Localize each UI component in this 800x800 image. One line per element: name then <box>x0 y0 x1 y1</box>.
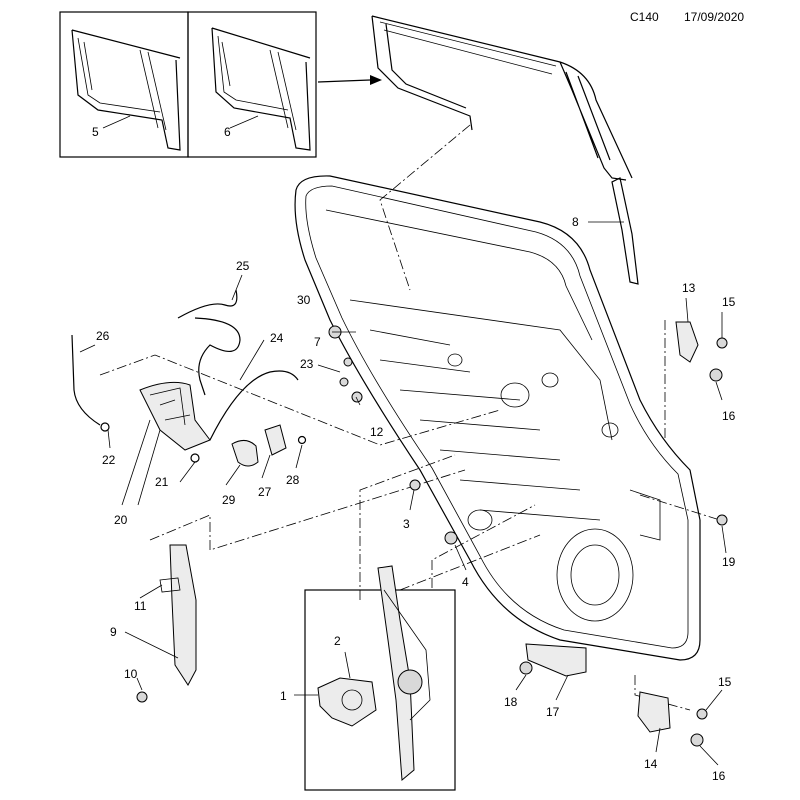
assembly-lines <box>99 124 721 711</box>
callout-16-upper: 16 <box>722 409 736 423</box>
callout-12: 12 <box>370 425 384 439</box>
callout-26: 26 <box>96 329 110 343</box>
diagram-code: C140 <box>630 10 659 24</box>
callout-2: 2 <box>334 634 341 648</box>
plug-4 <box>444 531 458 545</box>
hinge-14 <box>637 691 671 733</box>
bolt-28 <box>297 435 307 445</box>
plug-3 <box>409 479 421 491</box>
fastener-7 <box>343 357 353 367</box>
regulator-box <box>304 589 456 791</box>
callout-15-lower: 15 <box>718 675 732 689</box>
callout-5: 5 <box>92 125 99 139</box>
callout-21: 21 <box>155 475 169 489</box>
callout-19: 19 <box>722 555 736 569</box>
callout-9: 9 <box>110 625 117 639</box>
screw-10 <box>136 691 148 703</box>
door-inner-panel <box>294 175 701 661</box>
bolt-18 <box>519 661 533 675</box>
cable-25 <box>177 289 241 396</box>
callout-24: 24 <box>270 331 284 345</box>
hinge-13 <box>675 321 699 363</box>
callout-8: 8 <box>572 215 579 229</box>
regulator-motor-2 <box>317 669 423 727</box>
glass-run-channel-8 <box>611 177 639 285</box>
callout-11: 11 <box>134 599 147 613</box>
callout-22: 22 <box>102 453 116 467</box>
striker-plate-29 <box>231 440 259 467</box>
callout-17: 17 <box>546 705 560 719</box>
door-check-17 <box>525 643 587 677</box>
callout-6: 6 <box>224 125 231 139</box>
bolt-15-upper <box>716 337 728 349</box>
callout-20: 20 <box>114 513 128 527</box>
callout-15-upper: 15 <box>722 295 736 309</box>
callout-18: 18 <box>504 695 518 709</box>
callout-3: 3 <box>403 517 410 531</box>
rod-26 <box>71 334 101 426</box>
callout-7: 7 <box>314 335 321 349</box>
fastener-23 <box>339 377 349 387</box>
striker-27 <box>264 424 287 456</box>
door-lock-20 <box>139 381 211 451</box>
callout-27: 27 <box>258 485 272 499</box>
bolt-19 <box>716 514 728 526</box>
arrow-head <box>370 75 382 85</box>
reference-arrow <box>317 79 371 83</box>
bolt-21 <box>190 453 200 463</box>
inset-frames <box>59 11 317 158</box>
callout-1: 1 <box>280 689 287 703</box>
callout-23: 23 <box>300 357 314 371</box>
bolt-16-upper <box>709 368 723 382</box>
callout-14: 14 <box>644 757 658 771</box>
callout-4: 4 <box>462 575 469 589</box>
bolt-15-lower <box>696 708 708 720</box>
callout-25: 25 <box>236 259 250 273</box>
callout-28: 28 <box>286 473 300 487</box>
cable-24 <box>209 370 299 441</box>
callout-30: 30 <box>297 293 311 307</box>
window-frame-variant-6 <box>211 27 311 151</box>
callout-10: 10 <box>124 667 138 681</box>
leader-lines <box>79 115 727 766</box>
callout-16-lower: 16 <box>712 769 726 783</box>
fastener-12 <box>351 391 363 403</box>
window-regulator-1 <box>377 565 431 782</box>
clip-22 <box>100 422 110 432</box>
window-frame-variant-5 <box>71 29 181 151</box>
diagram-date: 17/09/2020 <box>684 10 745 24</box>
handle-bracket-9 <box>159 544 197 686</box>
callout-29: 29 <box>222 493 236 507</box>
window-frame-main <box>371 15 633 181</box>
bolt-16-lower <box>690 733 704 747</box>
callout-13: 13 <box>682 281 696 295</box>
